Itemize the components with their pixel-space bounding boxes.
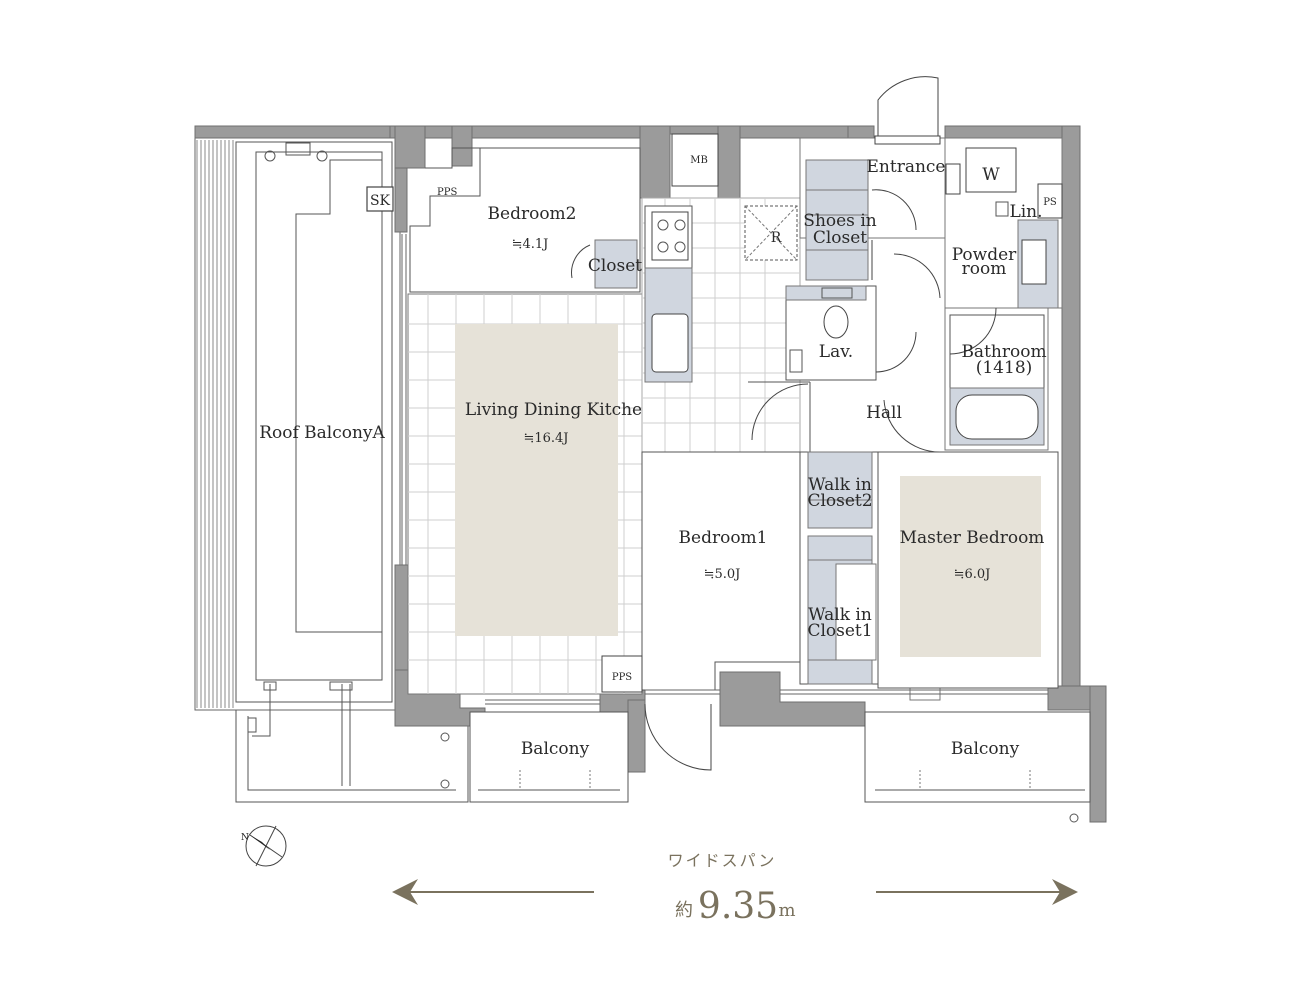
compass-north-icon: N [241, 825, 287, 867]
span-prefix: 約 [675, 900, 693, 921]
room-label-lav: Lav. [819, 342, 853, 362]
entrance-area: Shoes in Closet Entrance [799, 76, 946, 281]
area-bedroom1: ≒5.0J [704, 567, 741, 582]
span-annotation: ワイドスパン 約 9.35 m [392, 851, 1078, 927]
room-label-hall: Hall [866, 403, 902, 423]
ldk-room: Living Dining Kitchen ≒16.4J [407, 293, 653, 695]
powder-room: W PS Lin. Powder room [893, 137, 1063, 309]
exterior-walls [194, 125, 1107, 823]
sk-slop-sink: SK [366, 186, 394, 212]
room-label-powder-1: Powder [952, 245, 1017, 265]
room-label-ldk: Living Dining Kitchen [465, 400, 653, 420]
hall-area: Hall [748, 381, 941, 453]
pps-top-label: PPS [437, 187, 457, 198]
bedroom2-room: PPS Bedroom2 ≒4.1J Closet [409, 147, 642, 293]
span-value: 9.35 [698, 886, 778, 927]
area-master: ≒6.0J [954, 567, 991, 582]
arrow-left-icon [392, 879, 594, 905]
room-label-bathroom-2: (1418) [976, 358, 1033, 378]
room-label-shoes-closet-1: Shoes in [803, 211, 876, 231]
w-label: W [982, 165, 1000, 185]
mb-meter-box: MB [671, 133, 719, 187]
room-label-wic1-2: Closet1 [807, 621, 872, 641]
room-label-powder-2: room [962, 259, 1007, 279]
room-label-wic2-2: Closet2 [807, 491, 872, 511]
svg-text:N: N [241, 833, 249, 843]
room-label-shoes-closet-2: Closet [813, 228, 867, 248]
windows [401, 234, 1048, 705]
sk-label: SK [370, 193, 391, 209]
room-label-master: Master Bedroom [900, 528, 1045, 548]
master-bedroom-room: Master Bedroom ≒6.0J [877, 451, 1059, 689]
room-label-balcony-left: Balcony [521, 739, 590, 759]
mb-label: MB [690, 155, 708, 166]
room-label-entrance: Entrance [867, 157, 946, 177]
arrow-right-icon [876, 879, 1078, 905]
span-unit: m [778, 900, 795, 921]
kitchen-area: R [641, 197, 801, 453]
room-label-bedroom1: Bedroom1 [679, 528, 768, 548]
roof-balcony-lower [235, 681, 469, 803]
lavatory-room: Lav. [785, 285, 917, 381]
roof-balcony-area [194, 127, 401, 711]
ldk-rug [455, 324, 618, 636]
room-label-bedroom2: Bedroom2 [488, 204, 577, 224]
room-label-wic2-1: Walk in [808, 475, 872, 495]
area-ldk: ≒16.4J [523, 431, 568, 446]
room-label-wic1-1: Walk in [808, 605, 872, 625]
room-label-closet: Closet [588, 256, 642, 276]
room-label-roof-balcony: Roof BalconyA [259, 423, 385, 443]
master-rug [900, 476, 1041, 657]
ps-label: PS [1043, 197, 1057, 208]
room-label-balcony-right: Balcony [951, 739, 1020, 759]
walk-in-closets: Walk in Closet2 Walk in Closet1 [799, 451, 879, 685]
pps-bottom-label: PPS [612, 672, 632, 683]
bedroom1-room: Bedroom1 ≒5.0J PPS [601, 451, 801, 693]
balcony-right: Balcony [864, 711, 1091, 823]
bathroom-room: Bathroom (1418) [944, 307, 1049, 451]
room-label-bathroom-1: Bathroom [961, 342, 1046, 362]
span-title: ワイドスパン [668, 851, 777, 870]
balcony-left: Balcony [469, 711, 629, 803]
lin-label: Lin. [1009, 202, 1042, 222]
area-bedroom2: ≒4.1J [512, 237, 549, 252]
r-label: R [771, 230, 782, 246]
